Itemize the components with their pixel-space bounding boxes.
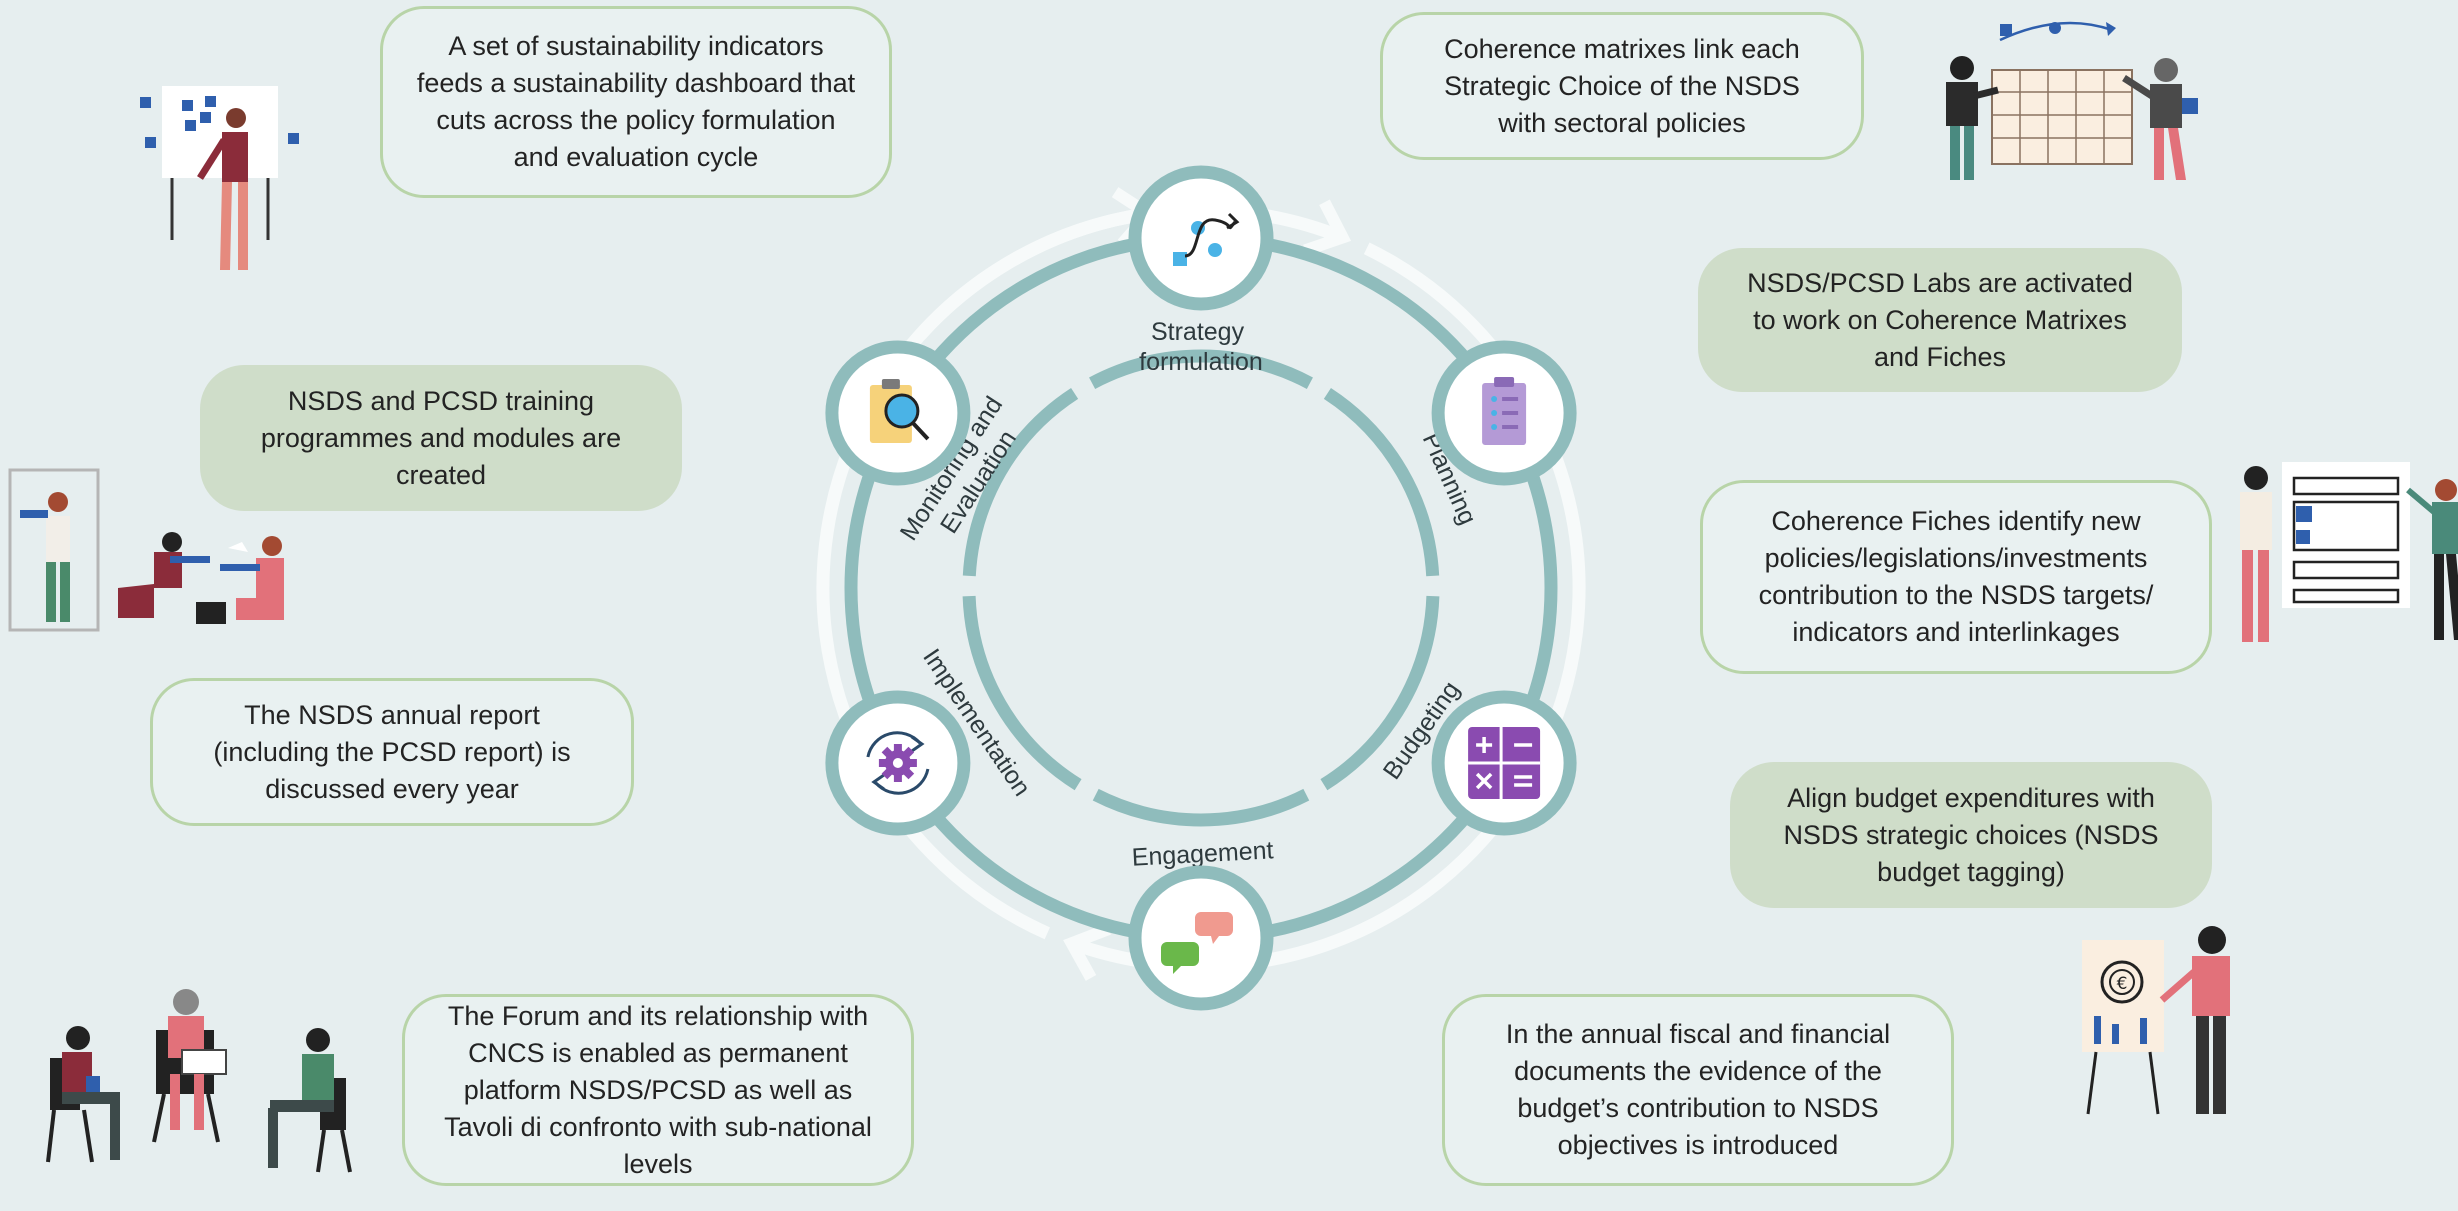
stage-node-implementation: [825, 690, 971, 836]
inner-ring-segment: [1323, 387, 1440, 577]
strategy-path-icon: [1173, 212, 1240, 266]
box-sustainability-dashboard: A set of sustainability indicators feeds…: [380, 6, 892, 198]
stage-node-budgeting: [1431, 690, 1577, 836]
outer-ring-segment: [1260, 236, 1475, 368]
outer-ring-segment: [927, 236, 1142, 368]
stage-node-engagement: [1128, 865, 1274, 1011]
box-annual-report: The NSDS annual report (including the PC…: [150, 678, 634, 826]
stage-label-strategy: Strategy formulation: [1139, 318, 1263, 376]
box-coherence-fiches: Coherence Fiches identify new policies/l…: [1700, 480, 2212, 674]
inner-ring-segment: [962, 387, 1079, 577]
outer-ring-segment: [1260, 808, 1475, 940]
outer-arrow-arc: [816, 384, 1050, 940]
inner-ring-segment: [962, 595, 1082, 791]
outer-ring-segment: [1523, 466, 1558, 710]
speech-bubbles-icon: [1161, 912, 1233, 974]
stage-node-strategy: [1128, 165, 1274, 311]
stage-labels: Strategy formulation Planning Budgeting …: [895, 318, 1482, 872]
outer-ring-segment: [844, 466, 879, 710]
calculator-icon: [1468, 727, 1541, 799]
inner-ring-segment: [1320, 595, 1440, 791]
stage-node-planning: [1431, 340, 1577, 486]
box-training-programmes: NSDS and PCSD training programmes and mo…: [200, 365, 682, 511]
workers-illustration: [8, 468, 284, 632]
outer-arrow-arc: [889, 207, 1150, 370]
outer-arrow-arc: [1363, 242, 1586, 769]
magnifier-clipboard-icon: [869, 379, 930, 443]
person-at-board-illustration: [140, 86, 299, 270]
box-fiscal-documents: In the annual fiscal and financial docum…: [1442, 994, 1954, 1186]
box-budget-tagging: Align budget expenditures with NSDS stra…: [1730, 762, 2212, 908]
outer-cycle-arrows: [816, 187, 1586, 981]
box-nsds-pcsd-labs: NSDS/PCSD Labs are activated to work on …: [1698, 248, 2182, 392]
box-forum-cncs: The Forum and its relationship with CNCS…: [402, 994, 914, 1186]
people-at-checklist-board-illustration: [2240, 462, 2458, 642]
inner-ring-segment: [1089, 349, 1313, 389]
outer-arrow-head: [1063, 923, 1111, 981]
clipboard-checklist-icon: [1482, 377, 1527, 445]
outer-ring-segment: [927, 808, 1142, 940]
people-at-grid-illustration: [1946, 21, 2198, 180]
svg-text:€: €: [2117, 974, 2128, 994]
stage-node-monitoring: [825, 340, 971, 486]
outer-arrow-head: [1303, 199, 1352, 257]
meeting-people-illustration: [46, 989, 352, 1173]
inner-ring-segment: [1092, 788, 1310, 827]
person-at-euro-chart-illustration: €: [2082, 926, 2230, 1115]
box-coherence-matrixes: Coherence matrixes link each Strategic C…: [1380, 12, 1864, 160]
cycle-rings: [844, 236, 1558, 940]
